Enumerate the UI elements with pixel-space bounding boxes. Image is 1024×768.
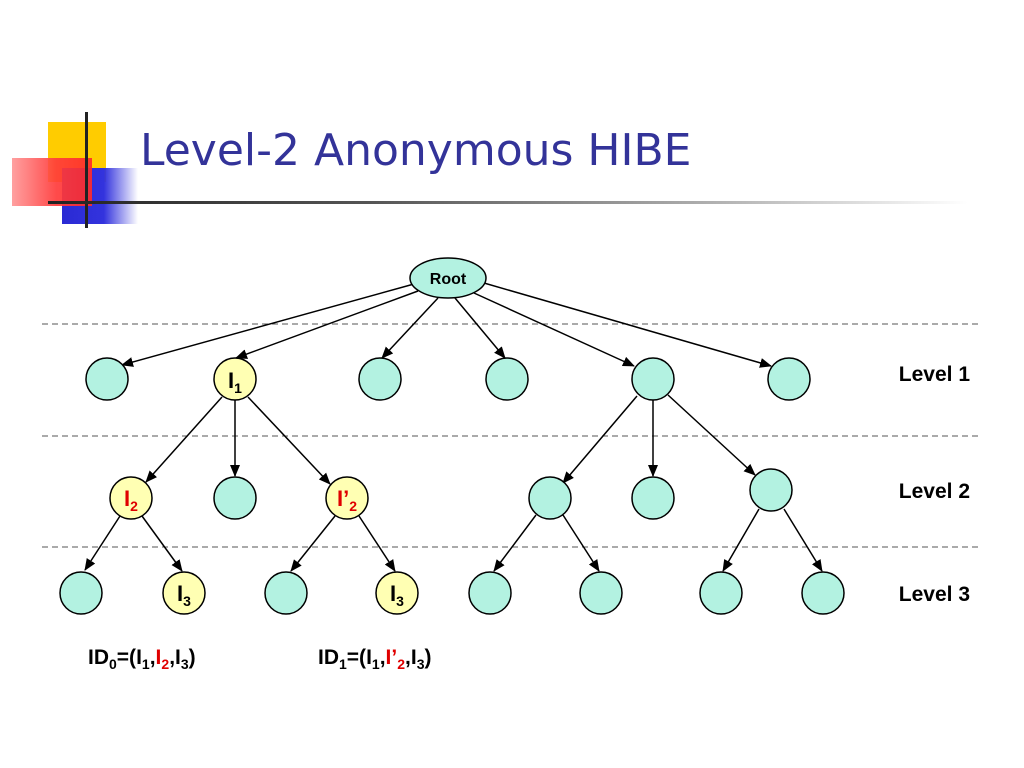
tree-node	[579, 571, 623, 615]
level-3-label: Level 3	[899, 583, 970, 606]
edge-arrow	[483, 282, 772, 368]
tree-node	[528, 476, 572, 520]
title-underline	[48, 201, 968, 204]
tree-node-i3	[162, 571, 206, 615]
slide-title: Level-2 Anonymous HIBE	[140, 125, 692, 176]
edge-arrow	[141, 515, 183, 572]
edge-arrow	[454, 297, 506, 359]
tree-node	[85, 357, 129, 401]
edge-arrow	[562, 514, 600, 572]
level-2-label: Level 2	[899, 480, 970, 503]
edge-arrow	[145, 396, 223, 483]
level-3-nodes	[59, 571, 845, 615]
level-dividers	[42, 323, 982, 548]
tree-node	[358, 357, 402, 401]
edge-arrow	[722, 508, 760, 572]
tree-edges	[84, 282, 823, 572]
node-label-i3: I3	[390, 581, 404, 609]
edge-arrow	[290, 515, 336, 572]
root-node: Root	[409, 257, 487, 299]
decor-vertical-line	[85, 112, 88, 228]
edge-arrow	[473, 292, 635, 367]
edge-arrow	[235, 290, 419, 359]
tree-node	[485, 357, 529, 401]
tree-node	[468, 571, 512, 615]
edge-arrow	[562, 395, 638, 484]
node-label-i1: I1	[228, 368, 242, 396]
tree-node-i2-prime	[325, 476, 369, 520]
tree-node	[801, 571, 845, 615]
tree-node	[213, 476, 257, 520]
tree-node	[699, 571, 743, 615]
tree-node	[767, 357, 811, 401]
edge-arrow	[84, 515, 121, 571]
edge-arrow	[783, 508, 823, 572]
tree-node	[749, 468, 793, 512]
edge-arrow	[247, 396, 331, 485]
edge-arrow	[121, 283, 415, 367]
node-label-i2-prime: I’2	[337, 486, 357, 514]
tree-node-i3	[375, 571, 419, 615]
tree-node	[59, 571, 103, 615]
node-label-i2: I2	[124, 486, 138, 514]
edge-arrow	[493, 514, 537, 572]
root-label: Root	[430, 271, 467, 288]
tree-node-i2	[109, 476, 153, 520]
formula-id0: ID0=(I1,I2,I3)	[88, 646, 196, 672]
formula-id1: ID1=(I1,I’2,I3)	[318, 646, 432, 672]
level-2-nodes	[109, 468, 793, 520]
tree-node	[631, 357, 675, 401]
tree-node-i1	[213, 357, 257, 401]
decor-red-square	[12, 158, 92, 206]
level-1-nodes	[85, 357, 811, 401]
tree-node	[631, 476, 675, 520]
edge-arrow	[381, 297, 439, 359]
node-label-i3: I3	[177, 581, 191, 609]
edge-arrow	[358, 515, 396, 572]
edge-arrow	[667, 394, 756, 476]
tree-node	[264, 571, 308, 615]
level-1-label: Level 1	[899, 363, 971, 386]
